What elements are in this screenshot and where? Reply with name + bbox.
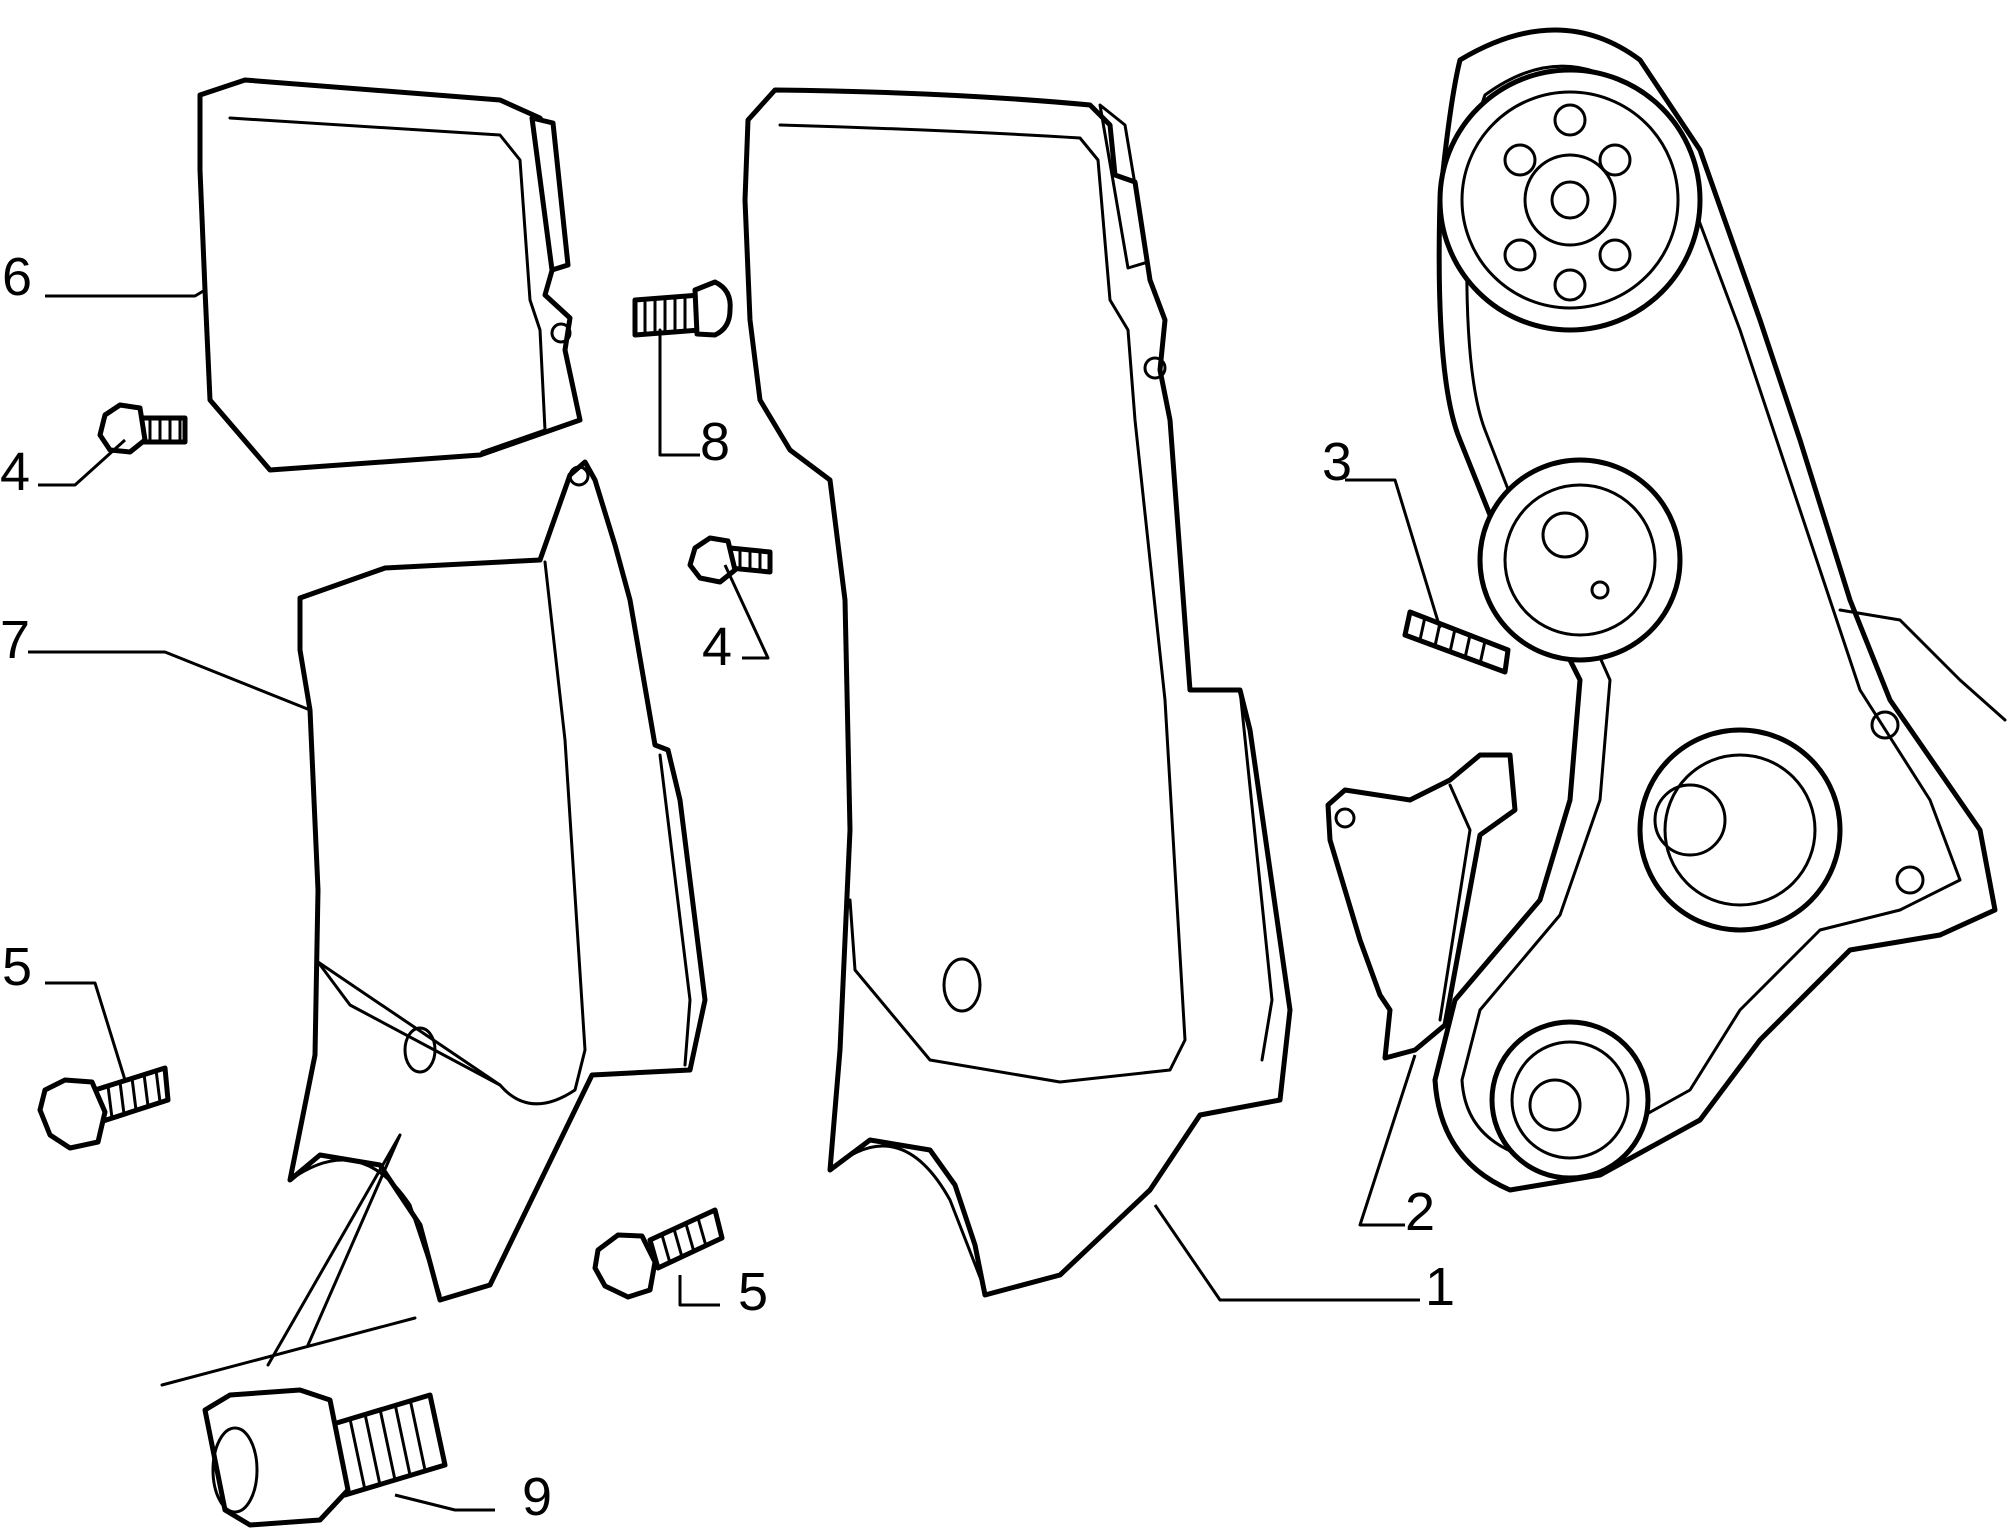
callout-5-lower: 5 bbox=[738, 1262, 768, 1322]
callout-1: 1 bbox=[1425, 1257, 1455, 1317]
bolt-part-8 bbox=[632, 279, 733, 338]
bolt-part-5-left bbox=[37, 1065, 171, 1151]
lower-timing-cover-part-7 bbox=[287, 459, 708, 1303]
callout-2: 2 bbox=[1405, 1182, 1435, 1242]
callout-5-left: 5 bbox=[2, 937, 32, 997]
timing-cover-part-1 bbox=[742, 87, 1293, 1298]
callout-3: 3 bbox=[1322, 432, 1352, 492]
leader-lines bbox=[28, 288, 1442, 1512]
callout-4-middle: 4 bbox=[702, 617, 732, 677]
upper-timing-cover-part-6 bbox=[197, 77, 583, 473]
bracket-part-2 bbox=[1325, 752, 1518, 1061]
bolt-part-5-lower bbox=[592, 1207, 725, 1300]
flange-bolt-part-4-upper bbox=[97, 402, 188, 455]
callout-9: 9 bbox=[522, 1467, 552, 1527]
callout-4-upper: 4 bbox=[0, 442, 30, 502]
stud-spacer-part-9 bbox=[160, 1133, 448, 1528]
callout-6: 6 bbox=[2, 247, 32, 307]
callout-8: 8 bbox=[700, 412, 730, 472]
callout-labels: 1 2 3 4 4 5 5 6 7 8 9 bbox=[0, 247, 1455, 1527]
flange-bolt-part-4-middle bbox=[687, 535, 773, 585]
dowel-pin-part-3 bbox=[1402, 609, 1511, 675]
callout-7: 7 bbox=[0, 610, 30, 670]
timing-belt-assembly bbox=[1432, 27, 2007, 1193]
